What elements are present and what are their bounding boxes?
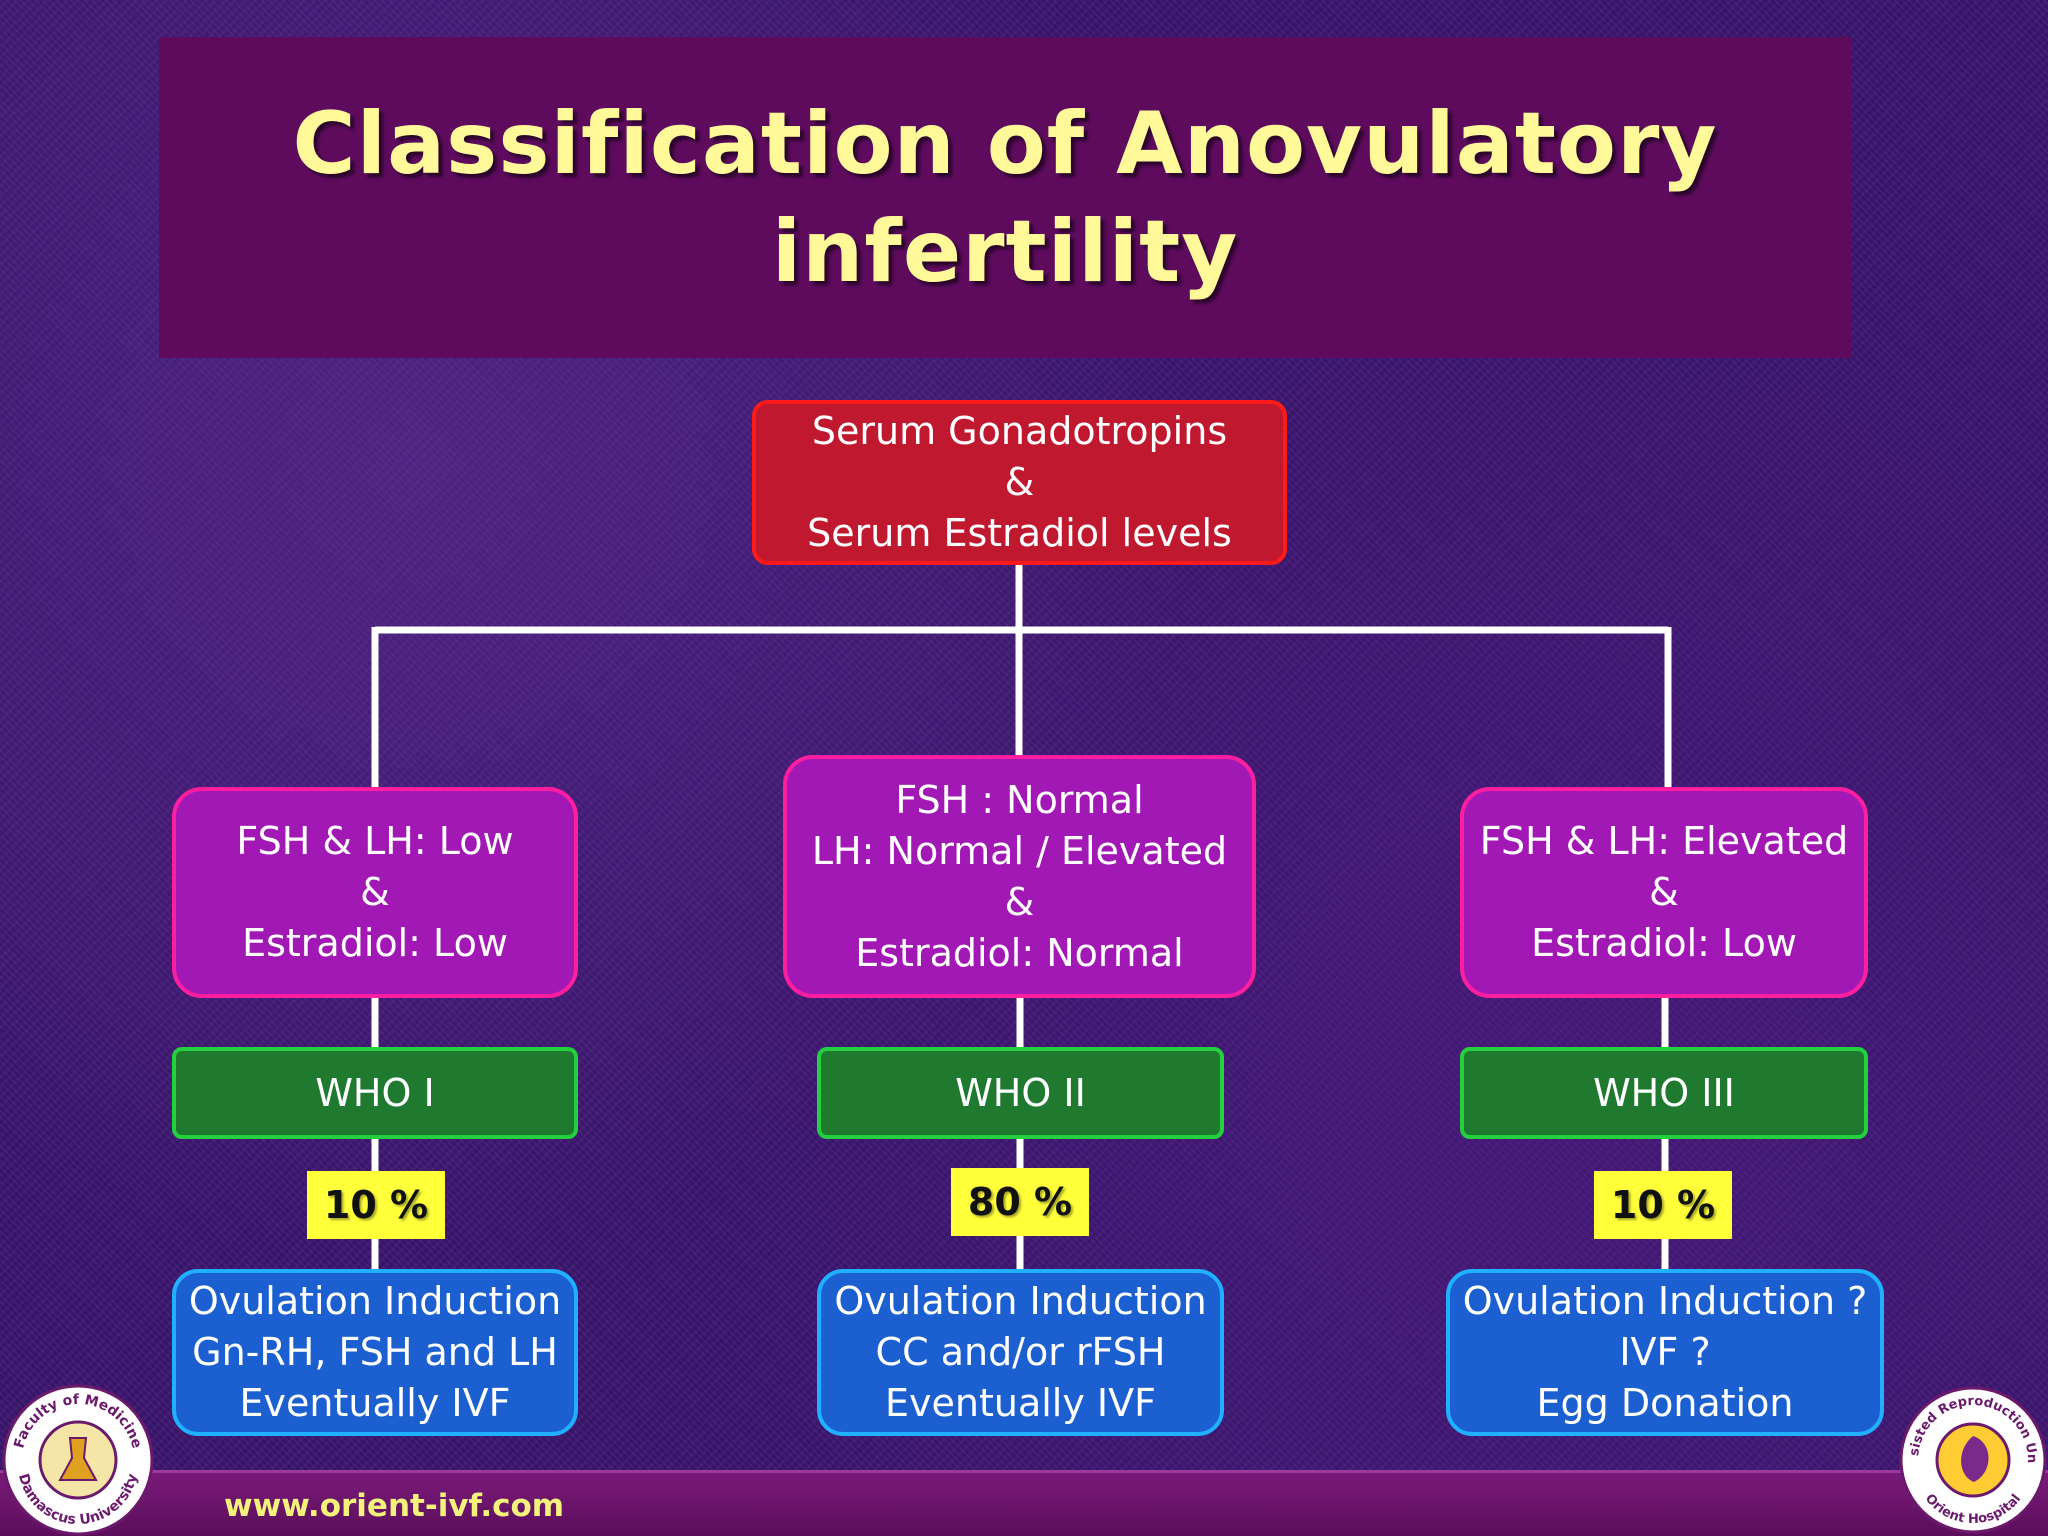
footer-url: www.orient-ivf.com (224, 1488, 565, 1524)
who-group-3: WHO III (1460, 1047, 1868, 1139)
percent-badge-1: 10 % (307, 1171, 445, 1239)
footer-bar (0, 1470, 2048, 1536)
slide-title: Classification of Anovulatory infertilit… (292, 93, 1718, 302)
percent-badge-2: 80 % (951, 1168, 1089, 1236)
treatment-node-1: Ovulation Induction Gn-RH, FSH and LH Ev… (172, 1269, 578, 1436)
orient-hospital-logo: Assisted Reproduction Unit Orient Hospit… (1898, 1380, 2047, 1534)
criteria-node-who-2: FSH : Normal LH: Normal / Elevated & Est… (783, 755, 1256, 998)
who-group-2: WHO II (817, 1047, 1224, 1139)
criteria-node-who-1: FSH & LH: Low & Estradiol: Low (172, 787, 578, 998)
treatment-node-2: Ovulation Induction CC and/or rFSH Event… (817, 1269, 1224, 1436)
percent-badge-3: 10 % (1594, 1171, 1732, 1239)
criteria-node-who-3: FSH & LH: Elevated & Estradiol: Low (1460, 787, 1868, 998)
title-band: Classification of Anovulatory infertilit… (159, 37, 1851, 358)
who-group-1: WHO I (172, 1047, 578, 1139)
faculty-of-medicine-logo: Faculty of Medicine Damascus University (2, 1384, 154, 1536)
treatment-node-3: Ovulation Induction ? IVF ? Egg Donation (1446, 1269, 1884, 1436)
root-node-gonadotropins: Serum Gonadotropins & Serum Estradiol le… (752, 400, 1287, 565)
